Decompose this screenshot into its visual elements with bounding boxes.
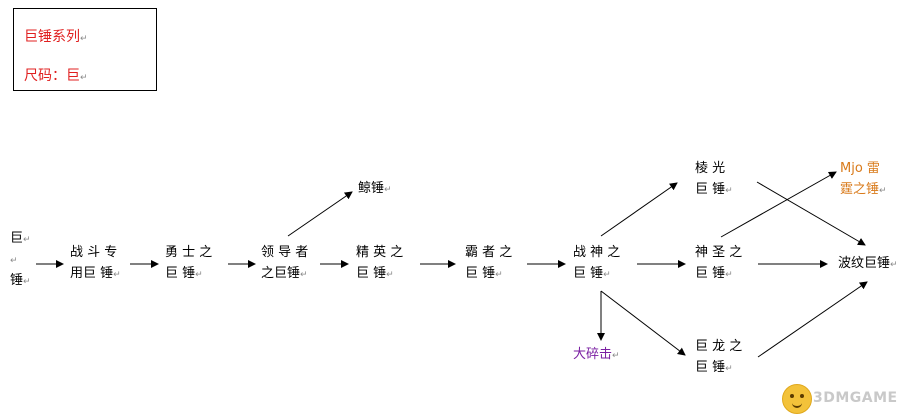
- node-text: 之巨锤: [261, 266, 301, 281]
- paragraph-mark-icon: ↵: [879, 186, 887, 196]
- node-text: 棱 光: [695, 161, 726, 176]
- arrow-dragon-ripple: [757, 281, 868, 358]
- arrow-leader-whale: [287, 191, 353, 237]
- node-great-smash: 大碎击↵: [573, 344, 620, 367]
- arrow-holy-mjolnir: [720, 171, 837, 238]
- size-label: 尺码：巨↵: [24, 65, 88, 85]
- node-warrior-hammer: 勇 士 之 巨 锤↵: [165, 242, 212, 286]
- node-text: 巨 龙 之: [695, 339, 743, 354]
- node-mjolnir: Mjo 雷 霆之锤↵: [840, 158, 887, 202]
- arrow-wargod-prism: [600, 182, 678, 237]
- node-text: 战 斗 专: [70, 245, 118, 260]
- node-text: 精 英 之: [356, 245, 404, 260]
- node-ripple-hammer: 波纹巨锤↵: [838, 253, 898, 276]
- paragraph-mark-icon: ↵: [603, 270, 611, 280]
- series-title-text: 巨锤系列: [24, 29, 80, 45]
- node-text: 霆之锤: [840, 182, 880, 197]
- paragraph-mark-icon: ↵: [23, 235, 31, 245]
- node-prism-hammer: 棱 光 巨 锤↵: [695, 158, 733, 202]
- node-elite-hammer: 精 英 之 巨 锤↵: [356, 242, 403, 286]
- watermark: 3DMGAME: [782, 384, 904, 414]
- node-wargod-hammer: 战 神 之 巨 锤↵: [573, 242, 620, 286]
- node-holy-hammer: 神 圣 之 巨 锤↵: [695, 242, 742, 286]
- arrow-prism-ripple: [756, 181, 866, 246]
- node-text: 神 圣 之: [695, 245, 743, 260]
- info-box: 巨锤系列↵ 尺码：巨↵: [13, 8, 157, 91]
- node-text: 巨 锤: [695, 182, 726, 197]
- node-text: 锤: [10, 273, 24, 288]
- paragraph-mark-icon: ↵: [384, 185, 392, 195]
- paragraph-mark-icon: ↵: [495, 270, 503, 280]
- paragraph-mark-icon: ↵: [23, 277, 31, 287]
- series-title: 巨锤系列↵: [24, 26, 88, 46]
- paragraph-mark-icon: ↵: [80, 73, 88, 83]
- node-text: 勇 士 之: [165, 245, 213, 260]
- node-dragon-hammer: 巨 龙 之 巨 锤↵: [695, 336, 742, 380]
- node-text: 波纹巨锤: [838, 256, 891, 271]
- paragraph-mark-icon: ↵: [386, 270, 394, 280]
- node-text: 巨: [10, 231, 24, 246]
- node-text: 战 神 之: [573, 245, 621, 260]
- paragraph-mark-icon: ↵: [195, 270, 203, 280]
- paragraph-mark-icon: ↵: [725, 186, 733, 196]
- paragraph-mark-icon: ↵: [80, 34, 88, 44]
- node-text: 巨 锤: [356, 266, 387, 281]
- node-text: 巨 锤: [695, 360, 726, 375]
- node-text: 鲸锤: [358, 181, 385, 196]
- watermark-text: 3DMGAME: [813, 390, 898, 406]
- node-combat-hammer: 战 斗 专 用巨 锤↵: [70, 242, 121, 286]
- paragraph-mark-icon: ↵: [725, 270, 733, 280]
- node-text: 领 导 者: [261, 245, 309, 260]
- node-giant-hammer: 巨↵ ↵ 锤↵: [10, 229, 31, 292]
- node-text: 巨 锤: [165, 266, 196, 281]
- mascot-face-icon: [782, 384, 812, 414]
- node-text: 巨 锤: [695, 266, 726, 281]
- node-text: 用巨 锤: [70, 266, 114, 281]
- arrow-wargod-dragon: [600, 290, 686, 356]
- paragraph-mark-icon: ↵: [890, 260, 898, 270]
- node-whale-hammer: 鲸锤↵: [358, 178, 392, 201]
- node-leader-hammer: 领 导 者 之巨锤↵: [261, 242, 308, 286]
- node-text: 霸 者 之: [465, 245, 513, 260]
- node-text: 巨 锤: [465, 266, 496, 281]
- paragraph-mark-icon: ↵: [300, 270, 308, 280]
- paragraph-mark-icon: ↵: [113, 270, 121, 280]
- paragraph-mark-icon: ↵: [10, 256, 18, 266]
- paragraph-mark-icon: ↵: [725, 364, 733, 374]
- node-text: Mjo 雷: [840, 161, 880, 176]
- size-label-text: 尺码：巨: [24, 68, 80, 84]
- node-text: 巨 锤: [573, 266, 604, 281]
- node-overlord-hammer: 霸 者 之 巨 锤↵: [465, 242, 512, 286]
- node-text: 大碎击: [573, 347, 613, 362]
- paragraph-mark-icon: ↵: [612, 351, 620, 361]
